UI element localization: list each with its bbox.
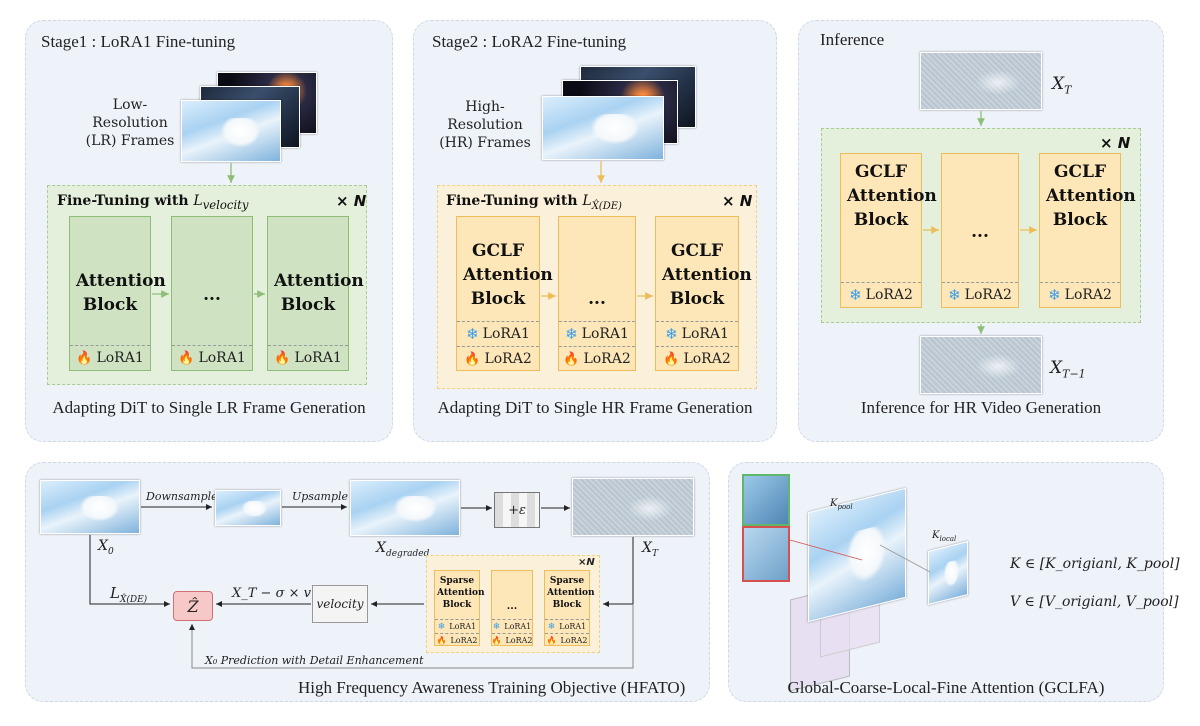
xdegraded-label: Xdegraded (376, 540, 430, 559)
lora1-trainable: 🔥LoRA1 (70, 345, 150, 370)
stage1-attention-block-1: Attention Block 🔥LoRA1 (69, 216, 166, 371)
inference-gclf-block-3: GCLF Attention Block ❄LoRA2 (1039, 153, 1136, 308)
lora2-frozen: ❄LoRA2 (942, 282, 1018, 307)
snowflake-icon: ❄ (1048, 286, 1061, 304)
klocal-plane (928, 541, 968, 605)
fire-icon: 🔥 (491, 636, 502, 645)
fire-icon: 🔥 (436, 636, 447, 645)
hfato-caption: High Frequency Awareness Training Object… (298, 678, 686, 697)
lora1-trainable: 🔥LoRA1 (268, 345, 348, 370)
lora1-frozen: ❄LoRA1 (559, 321, 635, 346)
velocity-box: velocity (312, 585, 368, 623)
fire-icon: 🔥 (76, 350, 93, 366)
xt-noisy-frame (920, 52, 1042, 110)
stage1-title: Stage1 : LoRA1 Fine-tuning (41, 32, 236, 51)
inference-times-n: × N (1100, 134, 1131, 152)
inference-caption: Inference for HR Video Generation (860, 398, 1102, 417)
x0-frame (40, 480, 140, 534)
lora2-frozen: ❄LoRA2 (1040, 282, 1120, 307)
snowflake-icon: ❄ (437, 621, 446, 632)
xt-hfato-frame (572, 478, 694, 536)
inference-title: Inference (820, 30, 885, 49)
sparse-block-mid: ... ❄LoRA1 🔥LoRA2 (491, 570, 533, 646)
prediction-label: X₀ Prediction with Detail Enhancement (205, 654, 424, 667)
v-equation: V ∈ [V_origianl, V_pool] (1010, 594, 1179, 610)
fire-icon: 🔥 (563, 351, 580, 367)
xt-minus-1-frame (920, 336, 1042, 394)
hr-frame-front (542, 96, 664, 160)
snowflake-icon: ❄ (547, 621, 556, 632)
kpool-label: Kpool (830, 498, 853, 511)
stage1-finetune-label: Fine-Tuning with Lvelocity (57, 193, 249, 212)
stage1-times-n: × N (336, 192, 367, 210)
formula-label: X_T − σ × v (232, 586, 311, 601)
sparse-block-1: Sparse Attention Block ❄LoRA1 🔥LoRA2 (434, 570, 485, 647)
lora2-trainable: 🔥LoRA2 (656, 346, 738, 371)
sparse-block-3: Sparse Attention Block ❄LoRA1 🔥LoRA2 (544, 570, 595, 647)
lora2-trainable: 🔥LoRA2 (545, 633, 589, 647)
patch-green (742, 474, 790, 526)
stage2-finetune-label: Fine-Tuning with LX̂(DE) (446, 193, 622, 212)
xt-label: XT (1052, 74, 1072, 97)
xdegraded-frame (350, 480, 460, 536)
gclfa-caption: Global-Coarse-Local-Fine Attention (GCLF… (787, 678, 1105, 697)
inference-gclf-block-1: GCLF Attention Block ❄LoRA2 (840, 153, 937, 308)
x0-label: X0 (98, 538, 114, 557)
lora2-trainable: 🔥LoRA2 (457, 346, 539, 371)
noise-op-box: +ε (494, 492, 540, 528)
patch-red (742, 526, 790, 582)
snowflake-icon: ❄ (948, 286, 961, 304)
stage2-caption: Adapting DiT to Single HR Frame Generati… (437, 398, 753, 417)
lora1-frozen: ❄LoRA1 (656, 321, 738, 346)
lr-frame-front (181, 100, 281, 162)
fire-icon: 🔥 (663, 351, 680, 367)
zhat-box: Ẑ (173, 591, 213, 621)
fire-icon: 🔥 (464, 351, 481, 367)
fire-icon: 🔥 (546, 636, 557, 645)
hr-frames-label: High-Resolution (HR) Frames (439, 99, 531, 151)
downsampled-frame (215, 490, 281, 526)
stage2-gclf-block-3: GCLF Attention Block ❄LoRA1 🔥LoRA2 (655, 216, 752, 371)
lora1-frozen: ❄LoRA1 (492, 619, 532, 633)
fire-icon: 🔥 (178, 350, 195, 366)
lora2-frozen: ❄LoRA2 (841, 282, 921, 307)
snowflake-icon: ❄ (565, 325, 578, 343)
lora2-trainable: 🔥LoRA2 (435, 633, 479, 647)
lora2-trainable: 🔥LoRA2 (491, 633, 533, 647)
lora1-trainable: 🔥LoRA1 (172, 345, 252, 370)
downsample-label: Downsample (146, 490, 218, 503)
lora2-trainable: 🔥LoRA2 (559, 346, 635, 371)
stage2-title: Stage2 : LoRA2 Fine-tuning (432, 32, 627, 51)
stage1-caption: Adapting DiT to Single LR Frame Generati… (52, 398, 366, 417)
upsample-label: Upsample (292, 490, 349, 503)
sparse-times-n: ×N (578, 557, 595, 568)
xt-hfato-label: XT (642, 540, 658, 559)
snowflake-icon: ❄ (466, 325, 479, 343)
stage1-attention-block-mid: ... 🔥LoRA1 (171, 216, 253, 371)
lora1-frozen: ❄LoRA1 (545, 619, 589, 633)
lora1-frozen: ❄LoRA1 (435, 619, 479, 633)
inference-gclf-block-mid: ... ❄LoRA2 (941, 153, 1019, 308)
snowflake-icon: ❄ (492, 621, 501, 632)
stage1-attention-block-3: Attention Block 🔥LoRA1 (267, 216, 364, 371)
fire-icon: 🔥 (274, 350, 291, 366)
stage2-gclf-block-1: GCLF Attention Block ❄LoRA1 🔥LoRA2 (456, 216, 553, 371)
xt-minus-1-label: XT−1 (1050, 358, 1086, 381)
snowflake-icon: ❄ (849, 286, 862, 304)
stage2-gclf-block-mid: ... ❄LoRA1 🔥LoRA2 (558, 216, 636, 371)
snowflake-icon: ❄ (665, 325, 678, 343)
k-equation: K ∈ [K_origianl, K_pool] (1010, 556, 1180, 572)
lr-frames-label: Low-Resolution (LR) Frames (85, 97, 175, 149)
stage2-times-n: × N (722, 192, 753, 210)
klocal-label: Klocal (932, 530, 957, 543)
lora1-frozen: ❄LoRA1 (457, 321, 539, 346)
loss-label: LX̂(DE) (110, 584, 148, 605)
